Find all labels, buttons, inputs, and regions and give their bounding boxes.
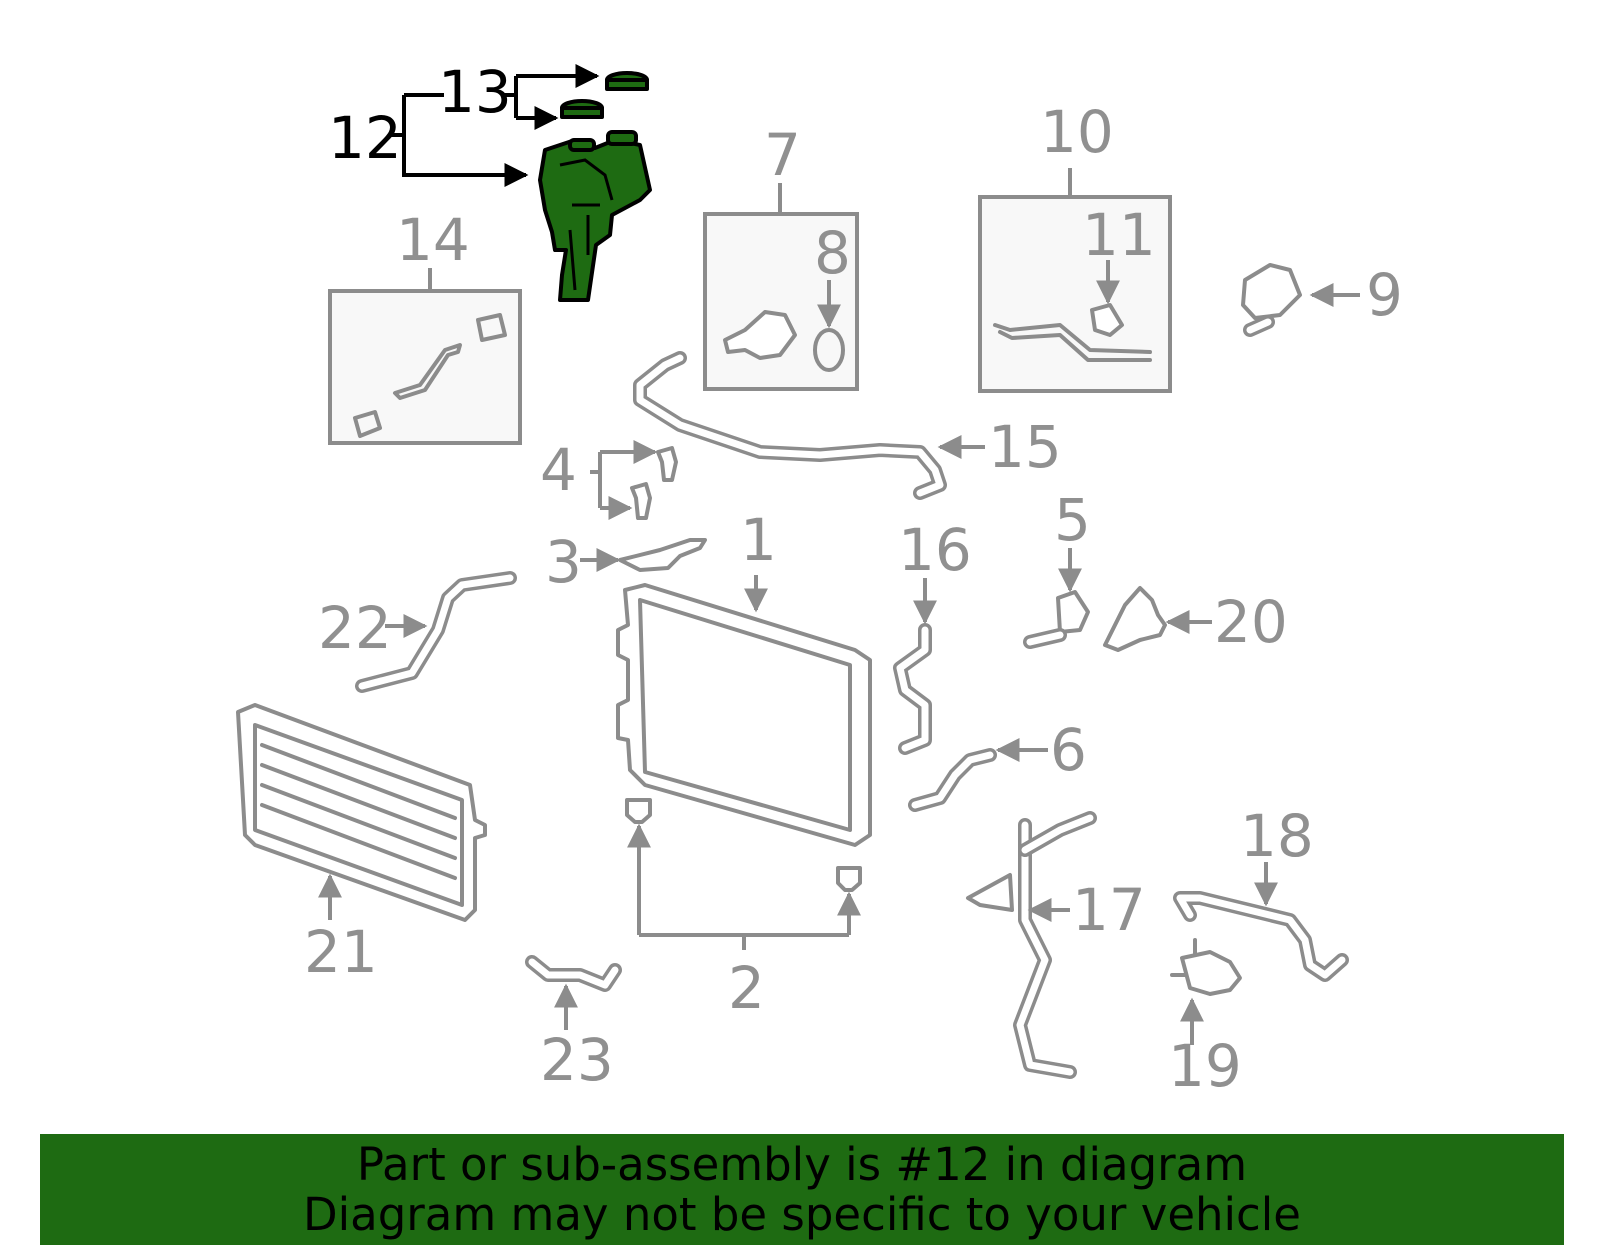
coolant-reservoir-part-12[interactable]: [538, 130, 652, 302]
callout-12: 12: [328, 104, 402, 172]
callout-15: 15: [988, 413, 1062, 481]
callout-20: 20: [1214, 588, 1288, 656]
pipe-part-22[interactable]: [355, 571, 517, 693]
hose-part-6[interactable]: [908, 738, 1048, 812]
reservoir-cap-part-13-upper[interactable]: [605, 71, 649, 91]
reservoir-cap-part-13-lower[interactable]: [560, 99, 604, 119]
bolts-part-4[interactable]: [590, 440, 678, 520]
callout-8: 8: [814, 219, 851, 287]
footer-line-1: Part or sub-assembly is #12 in diagram: [356, 1138, 1248, 1191]
callout-19: 19: [1168, 1032, 1242, 1100]
bypass-hose-part-15[interactable]: [633, 351, 985, 500]
callout-6: 6: [1050, 716, 1087, 784]
thermostat-box-7[interactable]: [703, 183, 859, 391]
callout-2: 2: [728, 954, 765, 1022]
callout-21: 21: [304, 918, 378, 986]
callout-18: 18: [1240, 802, 1314, 870]
callout-22: 22: [318, 594, 392, 662]
footer-line-2: Diagram may not be specific to your vehi…: [303, 1188, 1301, 1241]
callout-23: 23: [540, 1026, 614, 1094]
hose-part-23[interactable]: [525, 955, 622, 1030]
radiator-part-21[interactable]: [236, 703, 487, 922]
callout-4: 4: [540, 436, 577, 504]
callout-17: 17: [1072, 876, 1146, 944]
callout-13: 13: [438, 58, 512, 126]
callout-7: 7: [764, 121, 801, 189]
callout-14: 14: [396, 206, 470, 274]
bracket-part-3[interactable]: [580, 538, 707, 572]
callout-9: 9: [1366, 261, 1403, 329]
callout-1: 1: [740, 506, 777, 574]
hose-part-18[interactable]: [1173, 862, 1349, 982]
radiator-part-1[interactable]: [616, 575, 872, 847]
sensor-part-20[interactable]: [1103, 586, 1212, 652]
callout-11: 11: [1082, 201, 1156, 269]
callout-3: 3: [545, 528, 582, 596]
callout-16: 16: [898, 516, 972, 584]
pipe-kit-box-14[interactable]: [328, 268, 522, 445]
hose-part-16[interactable]: [893, 578, 937, 755]
fitting-part-5[interactable]: [1023, 548, 1090, 649]
pipe-box-10[interactable]: [978, 168, 1172, 393]
leaders-12-13: [390, 64, 600, 175]
grommets-part-2[interactable]: [625, 798, 862, 950]
water-outlet-part-9[interactable]: [1241, 263, 1360, 337]
valve-part-19[interactable]: [1170, 938, 1242, 1045]
callout-10: 10: [1040, 98, 1114, 166]
pipe-part-17[interactable]: [966, 811, 1097, 1079]
footer-banner: Part or sub-assembly is #12 in diagram D…: [40, 1134, 1564, 1245]
callout-5: 5: [1054, 486, 1091, 554]
